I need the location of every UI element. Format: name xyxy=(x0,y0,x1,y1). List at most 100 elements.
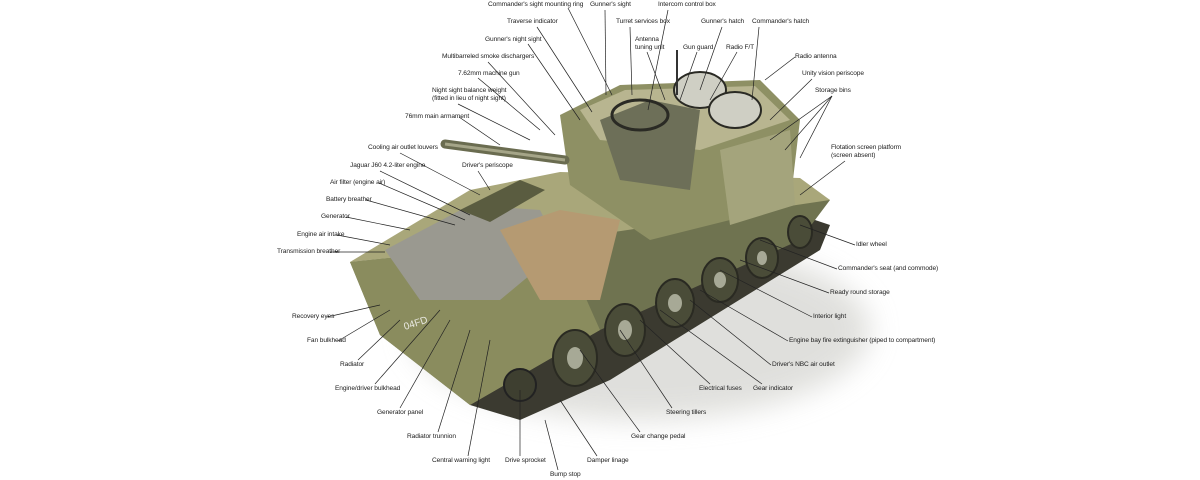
leader-line xyxy=(437,329,471,433)
leader-line xyxy=(689,299,772,366)
label-storage-bins: Storage bins xyxy=(815,87,851,94)
leader-line xyxy=(365,199,456,226)
leader-line xyxy=(719,269,813,318)
label-steering-tillers: Steering tillers xyxy=(666,409,707,416)
leader-line xyxy=(399,152,481,196)
label-traverse-indicator: Traverse indicator xyxy=(507,18,558,25)
label-gunners-sight: Gunner's sight xyxy=(590,1,631,8)
label-electrical-fuses: Electrical fuses xyxy=(699,385,742,392)
label-commanders-hatch: Commander's hatch xyxy=(752,18,810,25)
label-cooling-louvers: Cooling air outlet louvers xyxy=(368,144,438,151)
leader-line xyxy=(799,224,856,246)
label-gun-guard: Gun guard xyxy=(683,44,714,51)
leader-line xyxy=(536,26,593,113)
label-gear-pedal: Gear change pedal xyxy=(631,433,686,440)
label-commanders-sight-ring: Commander's sight mounting ring xyxy=(488,1,584,8)
leader-line xyxy=(764,56,796,81)
label-air-filter: Air filter (engine air) xyxy=(330,179,386,186)
label-engine: Jaguar J60 4.2-liter engine xyxy=(350,162,426,169)
leader-line xyxy=(477,77,541,131)
label-interior-light: Interior light xyxy=(813,313,847,320)
label-transmission-breather: Transmission breather xyxy=(277,248,341,255)
leader-line xyxy=(487,61,556,136)
leader-line xyxy=(559,399,598,457)
label-drivers-periscope: Driver's periscope xyxy=(462,162,513,169)
label-idler-wheel: Idler wheel xyxy=(856,241,887,248)
label-battery-breather: Battery breather xyxy=(326,196,372,203)
label-drive-sprocket: Drive sprocket xyxy=(505,457,546,464)
leader-line xyxy=(699,289,789,342)
label-gunners-night-sight: Gunner's night sight xyxy=(485,36,542,43)
label-nbc-outlet: Driver's NBC air outlet xyxy=(772,361,835,368)
label-commanders-seat: Commander's seat (and commode) xyxy=(838,265,939,272)
label-unity-periscope: Unity vision periscope xyxy=(802,70,864,77)
leader-line xyxy=(739,259,830,294)
leader-line xyxy=(799,95,833,159)
driver-compartment xyxy=(500,210,620,300)
label-antenna-tuning-1: Antenna xyxy=(635,36,659,43)
label-bump-stop: Bump stop xyxy=(550,471,581,478)
label-fan-bulkhead: Fan bulkhead xyxy=(307,337,346,344)
label-night-sight-weight-2: (fitted in lieu of night sight) xyxy=(432,95,506,102)
leader-line xyxy=(544,419,559,471)
leader-line xyxy=(679,51,698,101)
road-wheels xyxy=(552,215,813,387)
leader-line xyxy=(336,234,391,246)
commanders-hatch xyxy=(708,91,762,129)
leader-line xyxy=(629,26,633,96)
leader-line xyxy=(619,329,673,409)
leader-lines xyxy=(326,7,856,471)
label-engine-air-intake: Engine air intake xyxy=(297,231,345,238)
leader-line xyxy=(784,95,833,151)
label-flotation-1: Flotation screen platform xyxy=(831,144,902,151)
label-generator-panel: Generator panel xyxy=(377,409,424,416)
label-warning-light: Central warning light xyxy=(432,457,491,464)
label-intercom-box: Intercom control box xyxy=(658,1,716,8)
leader-line xyxy=(659,309,763,385)
leader-line xyxy=(639,319,711,385)
leader-line xyxy=(799,160,846,196)
leader-line xyxy=(467,339,491,457)
leader-line xyxy=(326,304,381,318)
label-generator: Generator xyxy=(321,213,350,220)
label-engine-bulkhead: Engine/driver bulkhead xyxy=(335,385,401,392)
leader-line xyxy=(567,7,613,96)
leader-line xyxy=(374,309,441,385)
leader-line xyxy=(604,9,607,96)
label-recovery-eyes: Recovery eyes xyxy=(292,313,335,320)
leader-line xyxy=(458,116,501,146)
label-machine-gun: 7.62mm machine gun xyxy=(458,70,520,77)
leader-line xyxy=(709,51,738,101)
leader-line xyxy=(646,51,666,101)
label-ready-round: Ready round storage xyxy=(830,289,890,296)
leader-line xyxy=(337,309,391,342)
leader-line xyxy=(379,170,471,216)
leader-line xyxy=(751,26,760,101)
label-flotation-2: (screen absent) xyxy=(831,152,876,159)
louvers xyxy=(460,180,545,222)
label-turret-services-box: Turret services box xyxy=(616,18,670,25)
leader-line xyxy=(579,349,641,433)
storage-bin xyxy=(720,130,795,225)
label-radio-ft: Radio F/T xyxy=(726,44,755,51)
label-radiator-trunnion: Radiator trunnion xyxy=(407,433,456,440)
leader-line xyxy=(769,78,813,121)
leader-line xyxy=(769,95,833,141)
leader-line xyxy=(759,239,838,270)
turret-interior xyxy=(600,100,700,190)
commanders-sight-ring xyxy=(610,98,670,132)
label-main-armament: 76mm main armament xyxy=(405,113,470,120)
label-radio-antenna: Radio antenna xyxy=(795,53,837,60)
leader-line xyxy=(527,43,581,121)
label-damper-linage: Damper linage xyxy=(587,457,629,464)
label-gunners-hatch: Gunner's hatch xyxy=(701,18,745,25)
label-night-sight-weight-1: Night sight balance weight xyxy=(432,87,507,94)
leader-line xyxy=(699,26,723,91)
leader-line xyxy=(647,9,669,111)
leader-line xyxy=(345,216,411,231)
label-smoke-dischargers: Multibarreled smoke dischargers xyxy=(442,53,535,60)
leader-line xyxy=(477,170,491,191)
label-gear-indicator: Gear indicator xyxy=(753,385,794,392)
